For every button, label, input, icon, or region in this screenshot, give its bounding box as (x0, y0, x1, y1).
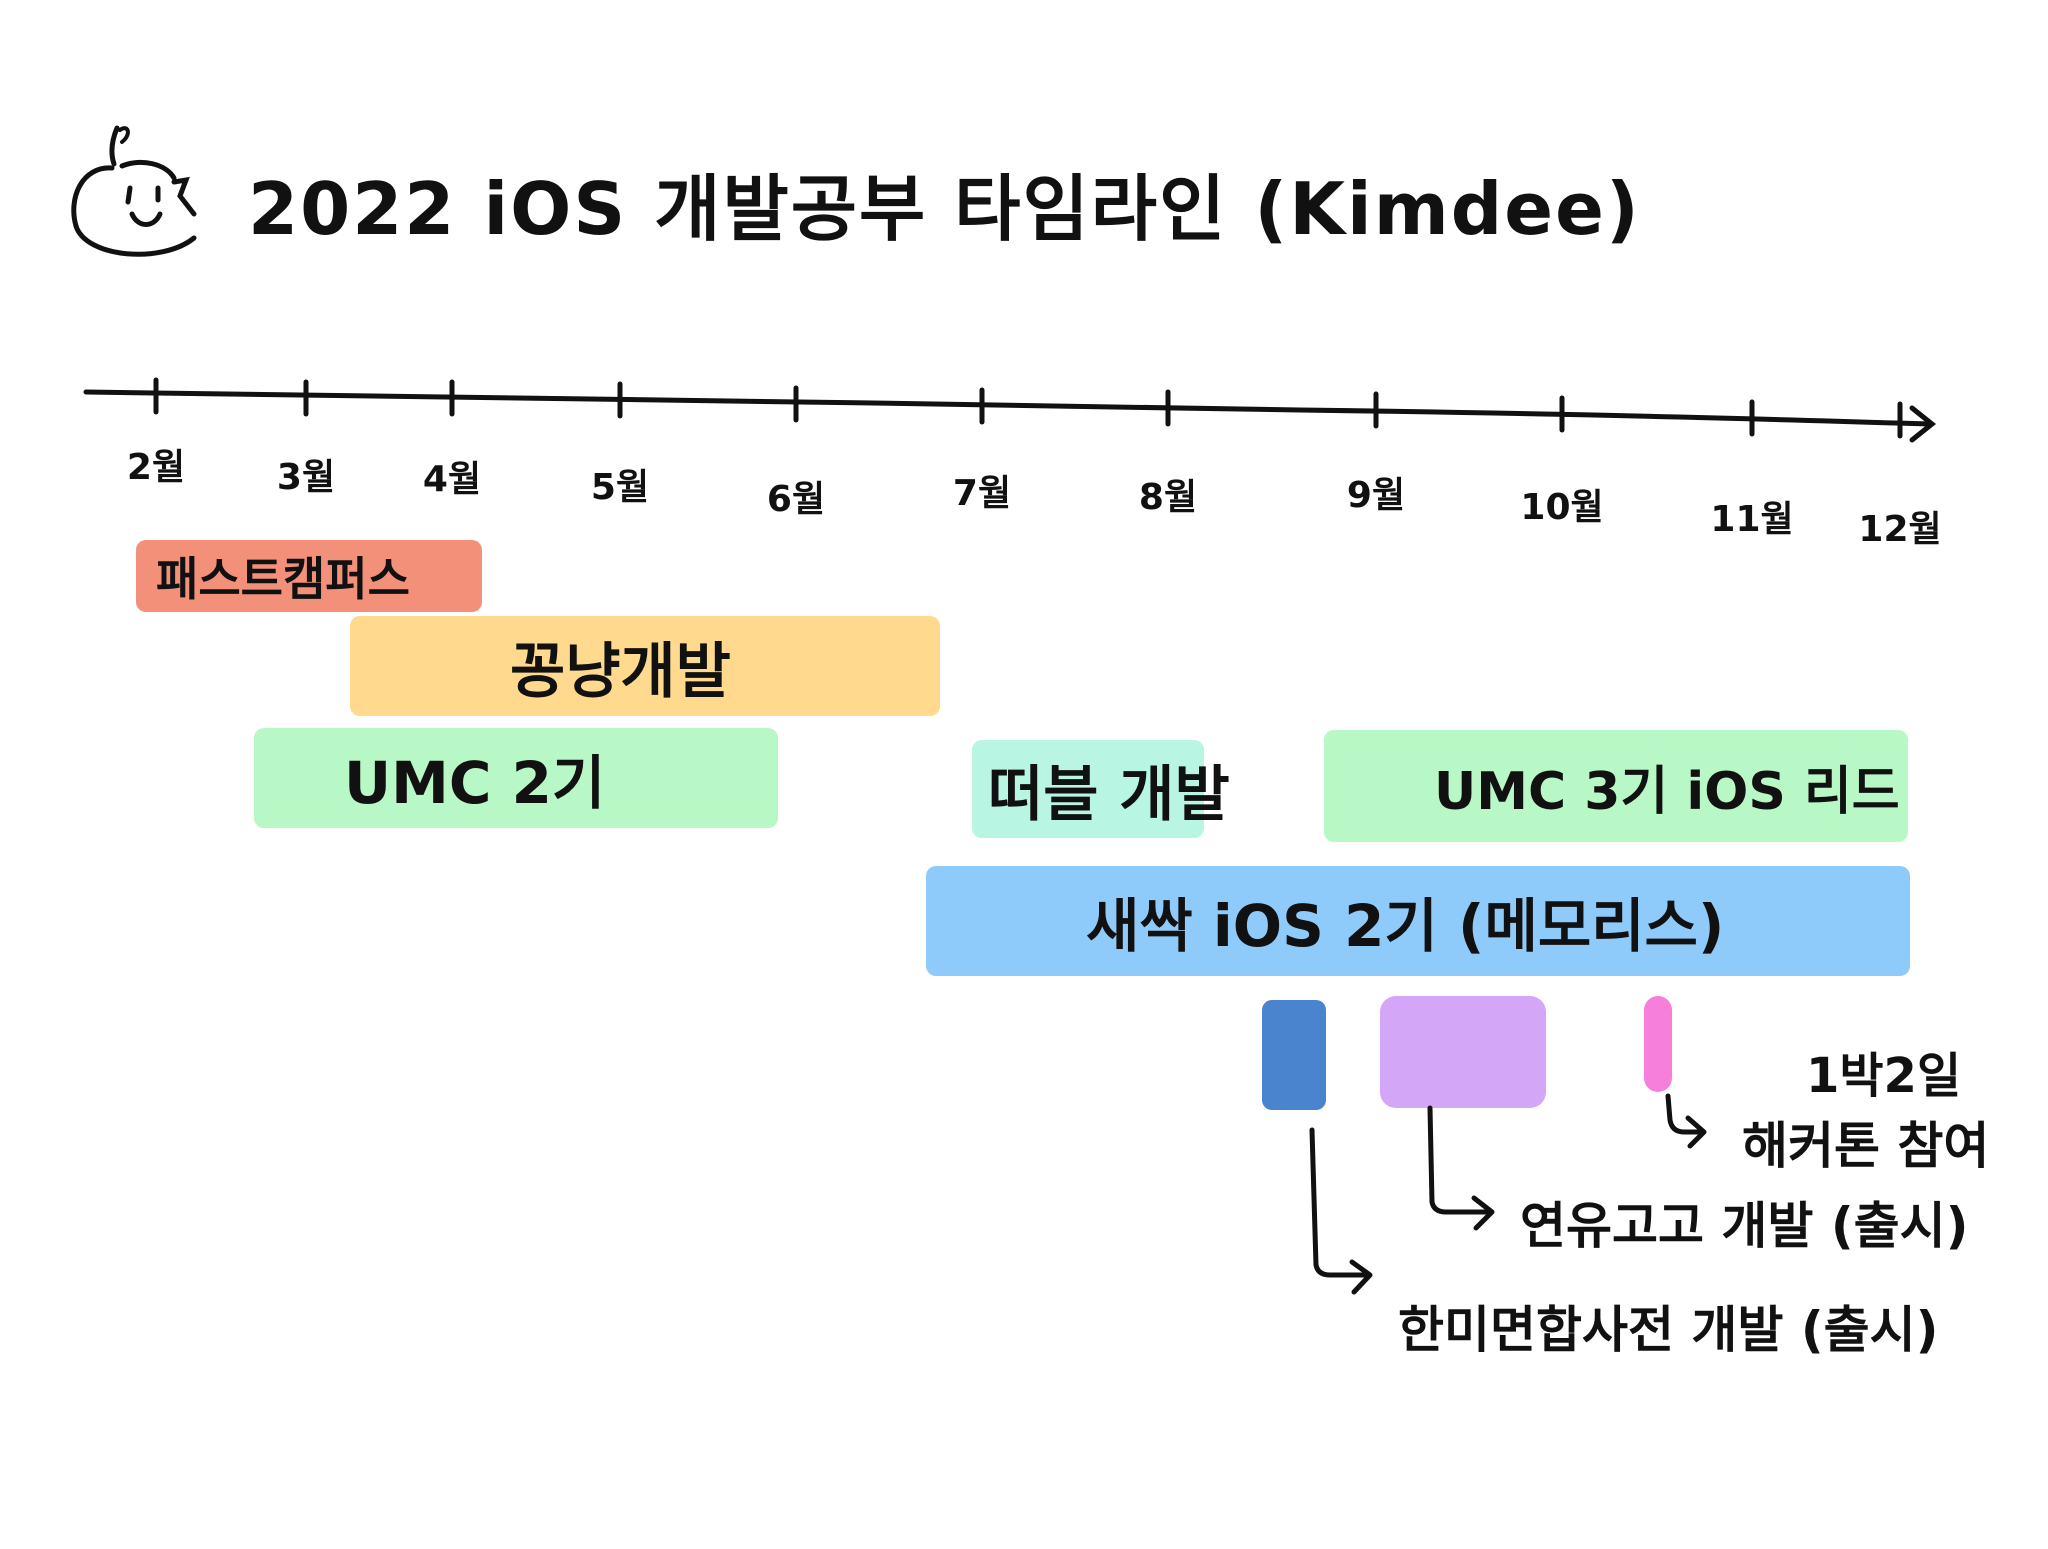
block-yeonyugo (1380, 996, 1546, 1108)
bar-label: UMC 2기 (344, 749, 606, 817)
bar-umc-3-ios-lead: UMC 3기 iOS 리드 (1324, 730, 1908, 842)
bar-double-dev: 떠블 개발 (972, 740, 1230, 838)
block-hackathon (1644, 996, 1672, 1092)
month-label: 7월 (952, 473, 1012, 514)
block-dictionary (1262, 1000, 1326, 1110)
bar-label: UMC 3기 iOS 리드 (1434, 761, 1900, 822)
axis-line (83, 389, 1933, 427)
note-dictionary: 한미면합사전 개발 (출시) (1398, 1301, 1939, 1359)
bar-sesac-ios-2: 새싹 iOS 2기 (메모리스) (926, 866, 1910, 976)
axis-ticks (153, 377, 1903, 439)
month-label: 10월 (1520, 487, 1604, 528)
note-yeonyugo: 연유고고 개발 (출시) (1520, 1197, 1969, 1255)
month-label: 5월 (590, 467, 650, 508)
apple-face-icon (71, 125, 197, 257)
axis-arrow-icon (1909, 405, 1937, 443)
month-label: 6월 (766, 479, 826, 520)
note-hackathon: 해커톤 참여 (1742, 1117, 1990, 1175)
bar-umc-2: UMC 2기 (254, 728, 778, 828)
page-title: 2022 iOS 개발공부 타임라인 (Kimdee) (248, 167, 1641, 251)
bar-fastcampus: 패스트캠퍼스 (136, 540, 482, 612)
month-label: 11월 (1710, 499, 1794, 540)
month-label: 3월 (276, 457, 336, 498)
month-label: 4월 (422, 459, 482, 500)
month-label: 9월 (1346, 475, 1406, 516)
bar-label: 떠블 개발 (988, 759, 1230, 830)
month-label: 2월 (126, 447, 186, 488)
note-hackathon-duration: 1박2일 (1806, 1048, 1962, 1104)
month-label: 8월 (1138, 477, 1198, 518)
bar-label: 새싹 iOS 2기 (메모리스) (1086, 892, 1725, 960)
month-label: 12월 (1858, 509, 1942, 550)
bar-ggongnyang: 꽁냥개발 (350, 616, 940, 716)
bar-label: 꽁냥개발 (510, 636, 731, 707)
bar-label: 패스트캠퍼스 (156, 552, 410, 606)
